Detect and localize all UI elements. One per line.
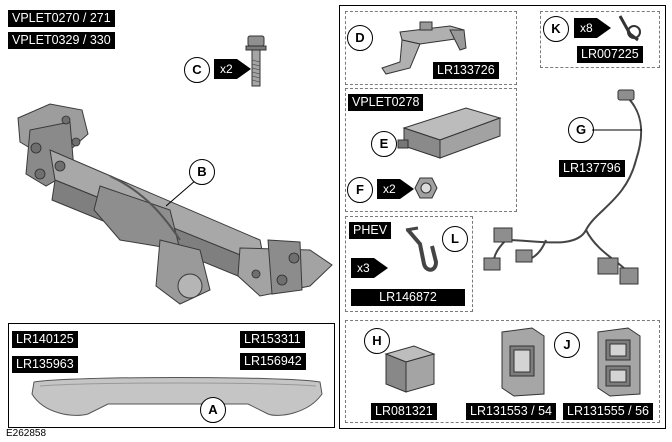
kit-code-tag-1: VPLET0270 / 271 (8, 10, 115, 27)
dual-bezel-illustration (597, 327, 641, 397)
part-number-j2: LR131555 / 56 (563, 403, 654, 420)
kit-code-tag-2: VPLET0329 / 330 (8, 32, 115, 49)
leader-line-g (592, 129, 642, 131)
wiring-harness-illustration (483, 89, 643, 285)
trim-panel-box (8, 323, 335, 428)
clip-illustration (405, 226, 439, 272)
kit-tag-vplet0278: VPLET0278 (348, 94, 424, 111)
part-box-l (345, 216, 473, 312)
arrow-icon (236, 59, 251, 79)
callout-g: G (568, 117, 594, 143)
kit-parts-panel (339, 5, 666, 429)
bracket-illustration (381, 21, 467, 75)
part-number-h: LR081321 (371, 403, 437, 420)
quantity-label: x3 (351, 258, 374, 278)
callout-e: E (371, 131, 397, 157)
quantity-label: x8 (574, 18, 597, 38)
socket-illustration (384, 345, 436, 393)
callout-j: J (554, 332, 580, 358)
part-box-d (345, 11, 517, 85)
part-number-l: LR146872 (351, 289, 465, 306)
part-number-d: LR133726 (433, 62, 499, 79)
part-number-a1: LR140125 (12, 331, 78, 348)
quantity-f: x2 (377, 179, 414, 199)
callout-h: H (364, 328, 390, 354)
figure-reference: E262858 (6, 428, 47, 439)
part-number-g: LR137796 (559, 160, 625, 177)
control-module-illustration (397, 107, 502, 159)
quantity-l: x3 (351, 258, 388, 278)
tow-bar-assembly-illustration (17, 103, 333, 305)
quantity-label: x2 (214, 59, 237, 79)
part-box-k (540, 11, 660, 68)
callout-d: D (347, 25, 373, 51)
part-box-h-j (345, 320, 660, 423)
arrow-icon (596, 18, 611, 38)
part-box-vplet0278 (345, 88, 517, 212)
part-number-k: LR007225 (577, 46, 643, 63)
part-number-a4: LR156942 (240, 353, 306, 370)
leader-line-b (165, 179, 197, 207)
callout-f: F (347, 177, 373, 203)
kit-tag-phev: PHEV (349, 222, 392, 239)
part-number-a2: LR153311 (240, 331, 305, 348)
cable-tie-illustration (618, 15, 641, 42)
arrow-icon (373, 258, 388, 278)
bolt-illustration (245, 35, 267, 87)
quantity-k: x8 (574, 18, 611, 38)
quantity-c: x2 (214, 59, 251, 79)
callout-a: A (200, 397, 226, 423)
quantity-label: x2 (377, 179, 400, 199)
trim-panel-illustration (31, 377, 323, 416)
part-number-a3: LR135963 (12, 356, 78, 373)
callout-k: K (543, 16, 569, 42)
callout-b: B (189, 159, 215, 185)
single-bezel-illustration (501, 327, 545, 397)
arrow-icon (399, 179, 414, 199)
part-number-j1: LR131553 / 54 (466, 403, 557, 420)
callout-c: C (184, 57, 210, 83)
nut-illustration (414, 177, 438, 199)
callout-l: L (442, 226, 468, 252)
